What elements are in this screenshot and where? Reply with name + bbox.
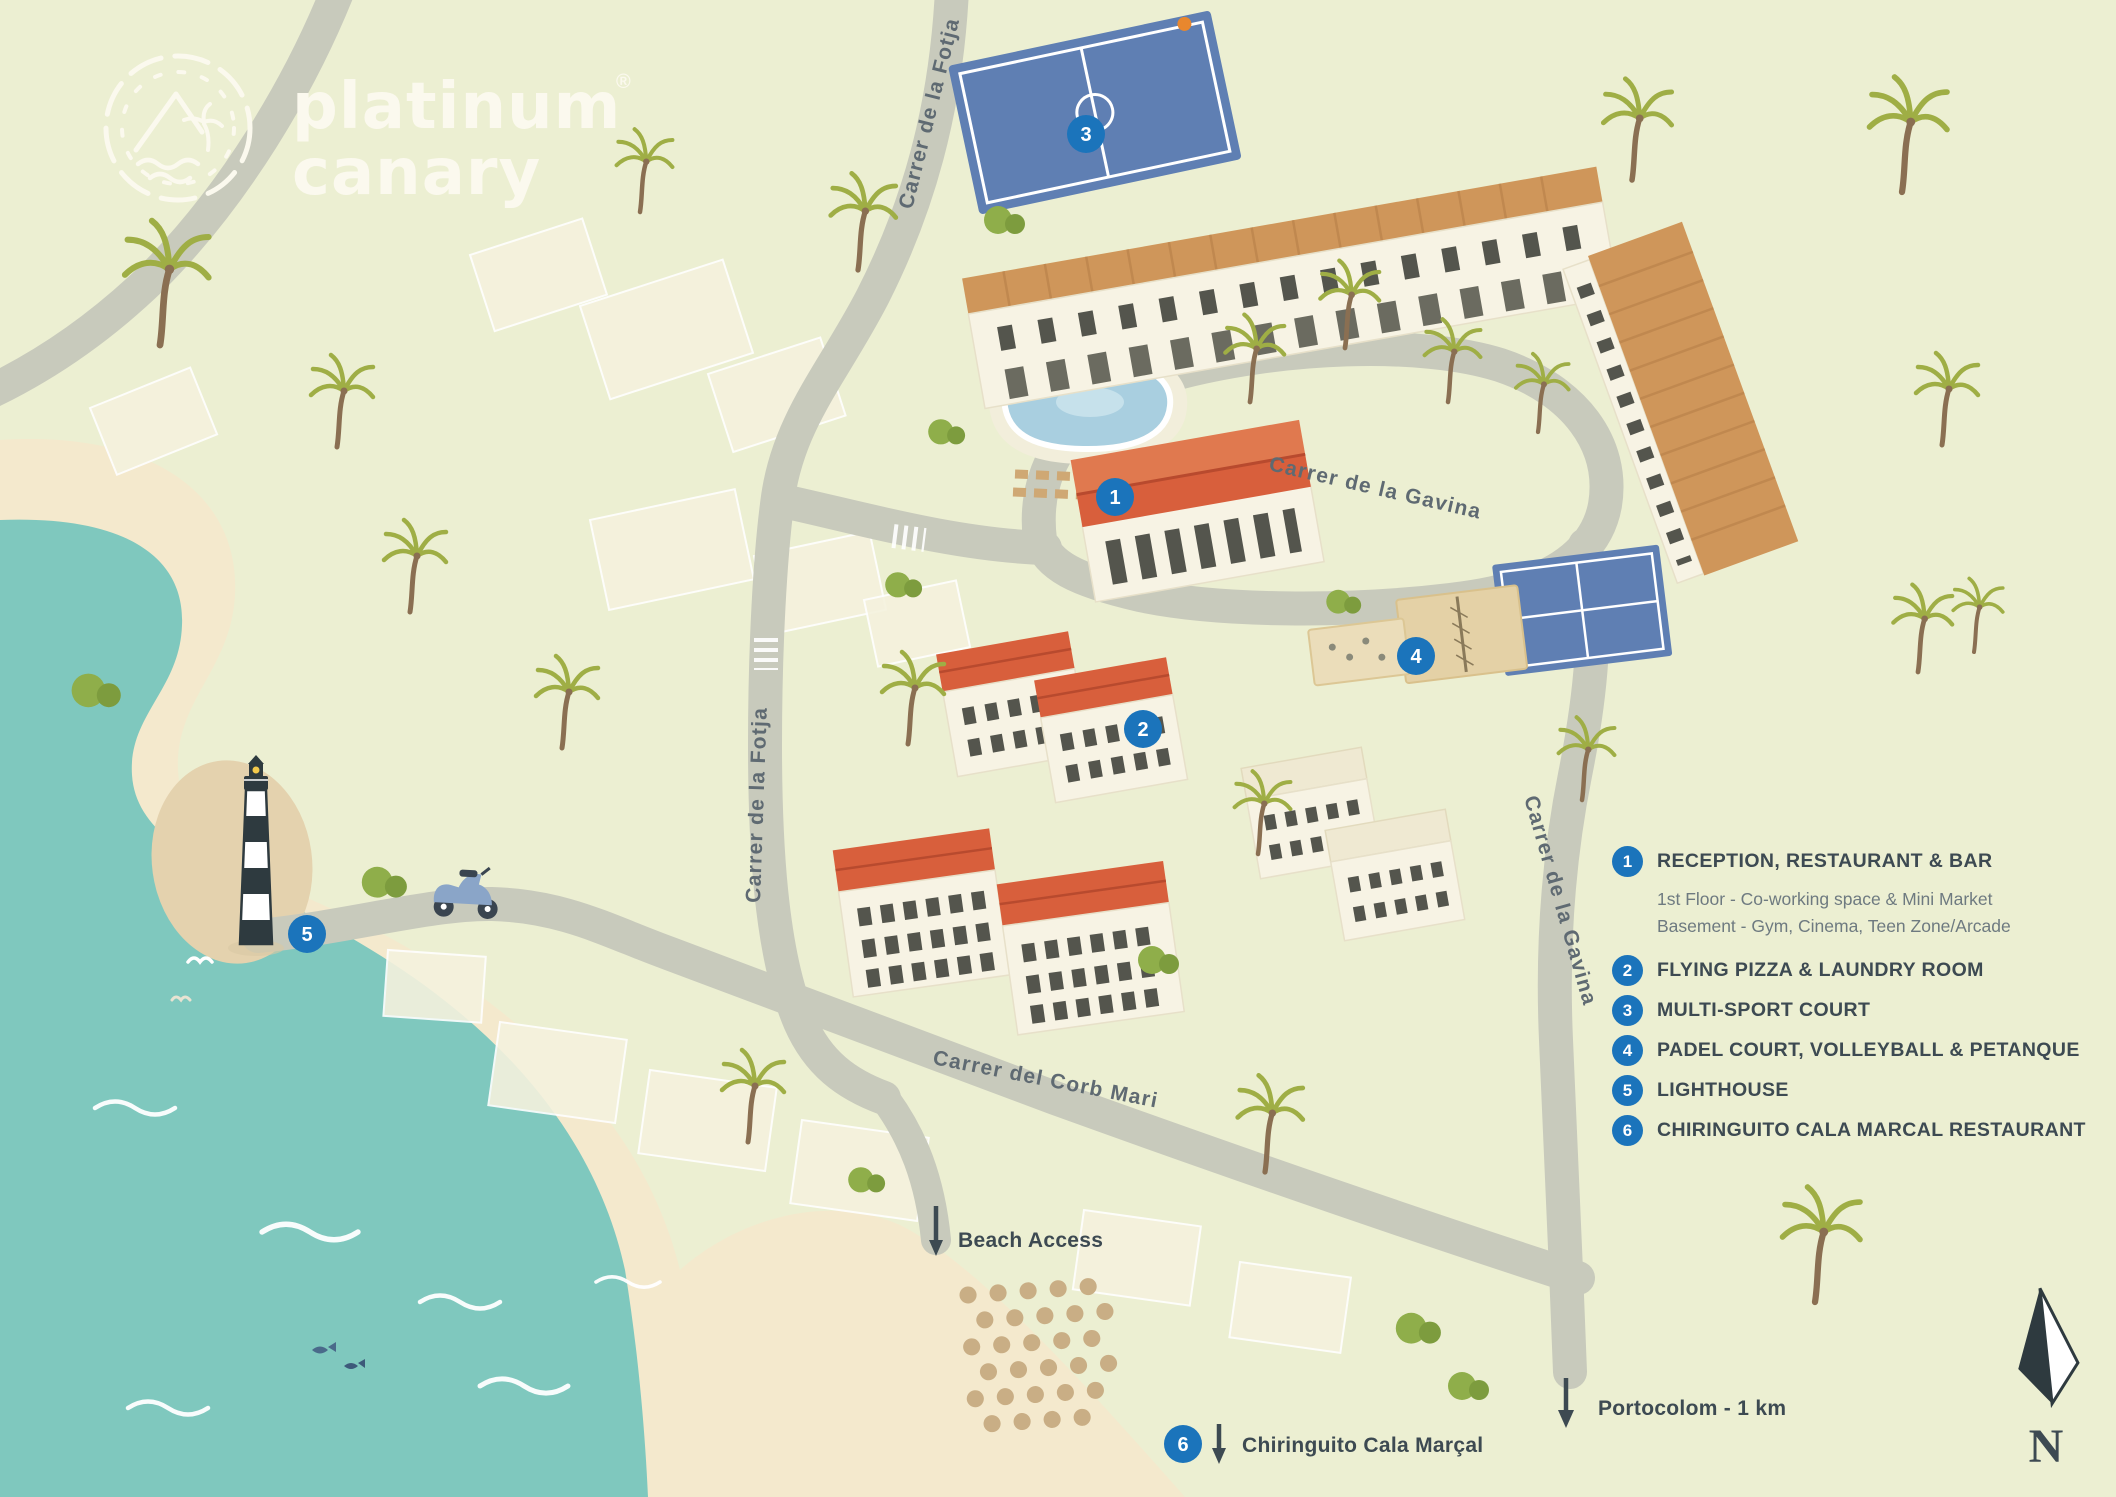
hotel-main-wing <box>962 166 1621 410</box>
apartment-block <box>1325 809 1465 940</box>
portocolom-label: Portocolom - 1 km <box>1598 1397 1786 1420</box>
padel-court <box>1492 544 1673 676</box>
lighthouse-cove <box>151 760 313 964</box>
apartment-blocks <box>832 631 1465 1036</box>
map-marker-5: 5 <box>288 915 326 953</box>
map-legend: 1 RECEPTION, RESTAURANT & BAR 1st Floor … <box>1612 846 2112 1155</box>
legend-subline-basement: Basement - Gym, Cinema, Teen Zone/Arcade <box>1657 916 2011 936</box>
svg-text:6: 6 <box>1177 1434 1188 1456</box>
legend-number-1: 1 <box>1612 846 1643 877</box>
svg-text:5: 5 <box>301 924 312 946</box>
legend-item-multi-sport: 3 MULTI-SPORT COURT <box>1612 995 2112 1026</box>
apartment-block <box>1034 657 1187 802</box>
chiringuito-callout: Chiringuito Cala Marçal <box>1212 1424 1483 1464</box>
legend-number-2: 2 <box>1612 955 1643 986</box>
multi-sport-court <box>948 11 1242 214</box>
map-markers: 1 2 3 4 5 6 <box>288 115 1435 1463</box>
map-marker-3: 3 <box>1067 115 1105 153</box>
north-label: N <box>2029 1420 2064 1473</box>
brand-name-line1: platinum <box>292 70 621 144</box>
petanque-court <box>1307 617 1411 687</box>
legend-label-padel: PADEL COURT, VOLLEYBALL & PETANQUE <box>1657 1039 2080 1061</box>
svg-text:3: 3 <box>1080 124 1091 146</box>
svg-text:4: 4 <box>1410 646 1422 668</box>
portocolom-callout: Portocolom - 1 km <box>1558 1378 1786 1428</box>
seagulls <box>170 956 214 1003</box>
legend-number-5: 5 <box>1612 1075 1643 1106</box>
portocolom-arrow-icon <box>1558 1410 1574 1428</box>
brand-logo-icon <box>103 53 253 203</box>
legend-label-flying-pizza: FLYING PIZZA & LAUNDRY ROOM <box>1657 959 1984 981</box>
road-gavina-south <box>1537 528 1610 1389</box>
legend-item-lighthouse: 5 LIGHTHOUSE <box>1612 1075 2112 1106</box>
svg-text:2: 2 <box>1137 719 1148 741</box>
legend-label-reception: RECEPTION, RESTAURANT & BAR <box>1657 850 1993 872</box>
legend-subline-first-floor: 1st Floor - Co-working space & Mini Mark… <box>1657 889 1993 909</box>
beach-access-arrow-icon <box>929 1240 943 1256</box>
hotel-right-wing <box>1562 221 1799 585</box>
sea <box>0 519 648 1497</box>
beach-access-label: Beach Access <box>958 1229 1103 1252</box>
lighthouse <box>228 755 284 956</box>
road-gavina-connector <box>761 483 1062 565</box>
legend-number-6: 6 <box>1612 1115 1643 1146</box>
reception-building <box>1070 419 1325 603</box>
svg-text:1: 1 <box>1109 487 1120 509</box>
beach-access-callout: Beach Access <box>929 1206 1103 1256</box>
map-marker-2: 2 <box>1124 710 1162 748</box>
map-marker-4: 4 <box>1397 637 1435 675</box>
north-arrow-icon <box>2018 1287 2080 1409</box>
legend-number-4: 4 <box>1612 1035 1643 1066</box>
scooter <box>433 866 498 919</box>
brand-logo: platinum ® canary <box>103 53 631 210</box>
legend-label-chiringuito: CHIRINGUITO CALA MARCAL RESTAURANT <box>1657 1119 2086 1141</box>
legend-item-flying-pizza: 2 FLYING PIZZA & LAUNDRY ROOM <box>1612 955 2112 986</box>
chiringuito-label: Chiringuito Cala Marçal <box>1242 1434 1483 1457</box>
legend-item-padel: 4 PADEL COURT, VOLLEYBALL & PETANQUE <box>1612 1035 2112 1066</box>
beach-umbrellas <box>959 1276 1147 1433</box>
fish <box>312 1342 365 1369</box>
legend-label-multi-sport: MULTI-SPORT COURT <box>1657 999 1871 1021</box>
legend-number-3: 3 <box>1612 995 1643 1026</box>
map-marker-6: 6 <box>1164 1425 1202 1463</box>
map-marker-1: 1 <box>1096 478 1134 516</box>
registered-mark: ® <box>616 71 631 93</box>
legend-sublines-reception: 1st Floor - Co-working space & Mini Mark… <box>1657 886 2112 940</box>
legend-label-lighthouse: LIGHTHOUSE <box>1657 1079 1789 1101</box>
legend-item-chiringuito: 6 CHIRINGUITO CALA MARCAL RESTAURANT <box>1612 1115 2112 1146</box>
road-beach-spur <box>871 1085 951 1255</box>
legend-item-reception: 1 RECEPTION, RESTAURANT & BAR <box>1612 846 2112 877</box>
brand-name-line2: canary <box>292 136 541 210</box>
chiringuito-arrow-icon <box>1212 1448 1226 1464</box>
